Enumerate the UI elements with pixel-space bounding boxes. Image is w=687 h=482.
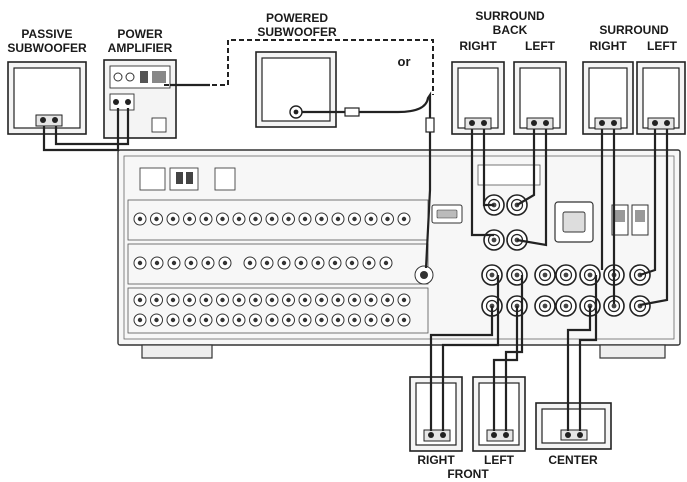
av-receiver-rear-panel-icon [117, 149, 681, 359]
front-label: FRONT [447, 467, 489, 481]
power-amplifier-label: AMPLIFIER [108, 41, 173, 55]
front-right-speaker-icon [409, 376, 463, 452]
surround-label: SURROUND [599, 23, 669, 37]
surround-right-speaker-icon [582, 61, 634, 135]
surround-right-label: RIGHT [589, 39, 627, 53]
input-jack-grid [133, 212, 411, 327]
surround-back-label: SURROUND [475, 9, 545, 23]
passive-subwoofer-speaker-icon [7, 61, 87, 135]
center-label: CENTER [548, 453, 598, 467]
surround-back-right-label: RIGHT [459, 39, 497, 53]
power-amplifier-label: POWER [117, 27, 163, 41]
passive-subwoofer-label: PASSIVE [21, 27, 72, 41]
powered-subwoofer-label: SUBWOOFER [257, 25, 337, 39]
speaker-cables [42, 39, 669, 431]
surround-back-right-speaker-icon [451, 61, 505, 135]
powered-subwoofer-speaker-icon [255, 51, 337, 128]
surround-left-label: LEFT [647, 39, 678, 53]
surround-back-left-label: LEFT [525, 39, 556, 53]
front-left-speaker-icon [472, 376, 526, 452]
or-label: or [398, 54, 411, 69]
front-right-label: RIGHT [417, 453, 455, 467]
rca-plug-icon [425, 117, 435, 133]
power-amplifier-icon [103, 59, 177, 139]
surround-back-left-speaker-icon [513, 61, 567, 135]
center-speaker-icon [535, 402, 612, 450]
rca-plug-icon [344, 107, 360, 117]
surround-back-label: BACK [493, 23, 528, 37]
surround-left-speaker-icon [636, 61, 686, 135]
passive-subwoofer-label: SUBWOOFER [7, 41, 87, 55]
powered-subwoofer-label: POWERED [266, 11, 328, 25]
front-left-label: LEFT [484, 453, 515, 467]
